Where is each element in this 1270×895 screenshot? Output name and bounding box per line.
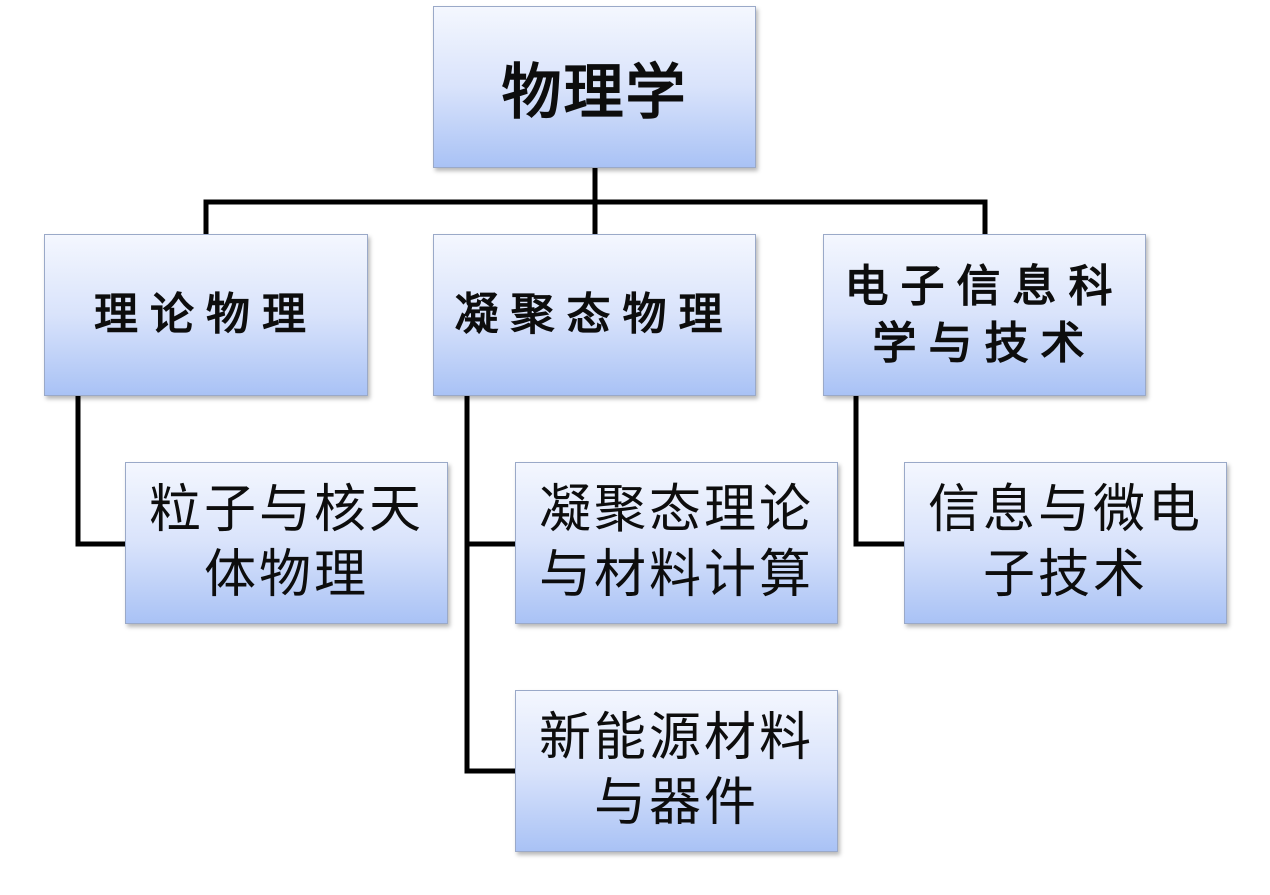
node-label: 凝聚态理论与材料计算 xyxy=(538,480,814,605)
node-label: 粒子与核天体物理 xyxy=(148,480,424,605)
node-theoretical-physics: 理论物理 xyxy=(44,234,368,396)
node-electronic-information: 电子信息科学与技术 xyxy=(823,234,1146,396)
node-label: 信息与微电子技术 xyxy=(927,480,1203,605)
node-label: 凝聚态物理 xyxy=(454,289,735,341)
node-condensed-theory-materials-computation: 凝聚态理论与材料计算 xyxy=(515,462,838,624)
node-particle-nuclear-astrophysics: 粒子与核天体物理 xyxy=(125,462,448,624)
node-new-energy-materials-devices: 新能源材料与器件 xyxy=(515,690,838,852)
node-label: 电子信息科学与技术 xyxy=(844,260,1125,369)
elec-to-info-line xyxy=(853,393,907,547)
node-label: 新能源材料与器件 xyxy=(538,708,814,833)
root-node-label: 物理学 xyxy=(501,57,688,128)
node-label: 理论物理 xyxy=(94,289,318,341)
theory-to-particle-line xyxy=(75,393,128,547)
node-condensed-matter-physics: 凝聚态物理 xyxy=(433,234,756,396)
root-node-physics: 物理学 xyxy=(433,6,756,168)
node-information-microelectronics: 信息与微电子技术 xyxy=(904,462,1227,624)
